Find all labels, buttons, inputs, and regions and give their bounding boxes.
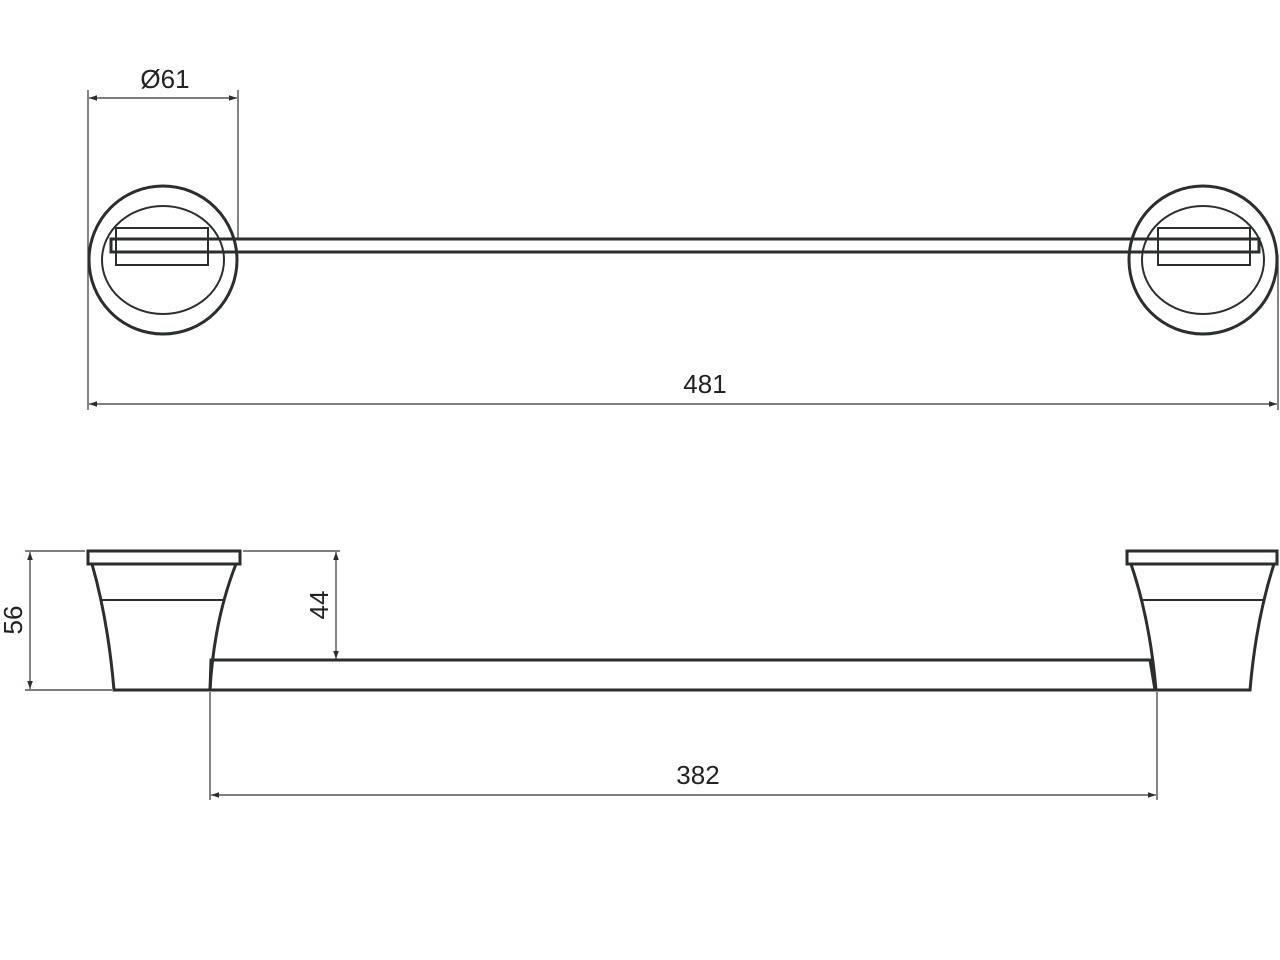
- left-mount-top: [87, 184, 239, 336]
- right-bracket-side: [1125, 549, 1279, 692]
- bar-height-label: 44: [304, 591, 334, 620]
- bar-top: [109, 237, 1261, 254]
- side-view: 56 44 382: [0, 549, 1279, 800]
- top-view: Ø61 481: [87, 64, 1279, 410]
- bar-length-label: 382: [676, 760, 719, 790]
- left-bracket-side: [86, 549, 242, 692]
- diameter-label: Ø61: [140, 64, 189, 94]
- bar-side: [208, 658, 1157, 692]
- right-mount-top: [1127, 184, 1279, 336]
- height-label: 56: [0, 606, 28, 635]
- total-length-label: 481: [683, 369, 726, 399]
